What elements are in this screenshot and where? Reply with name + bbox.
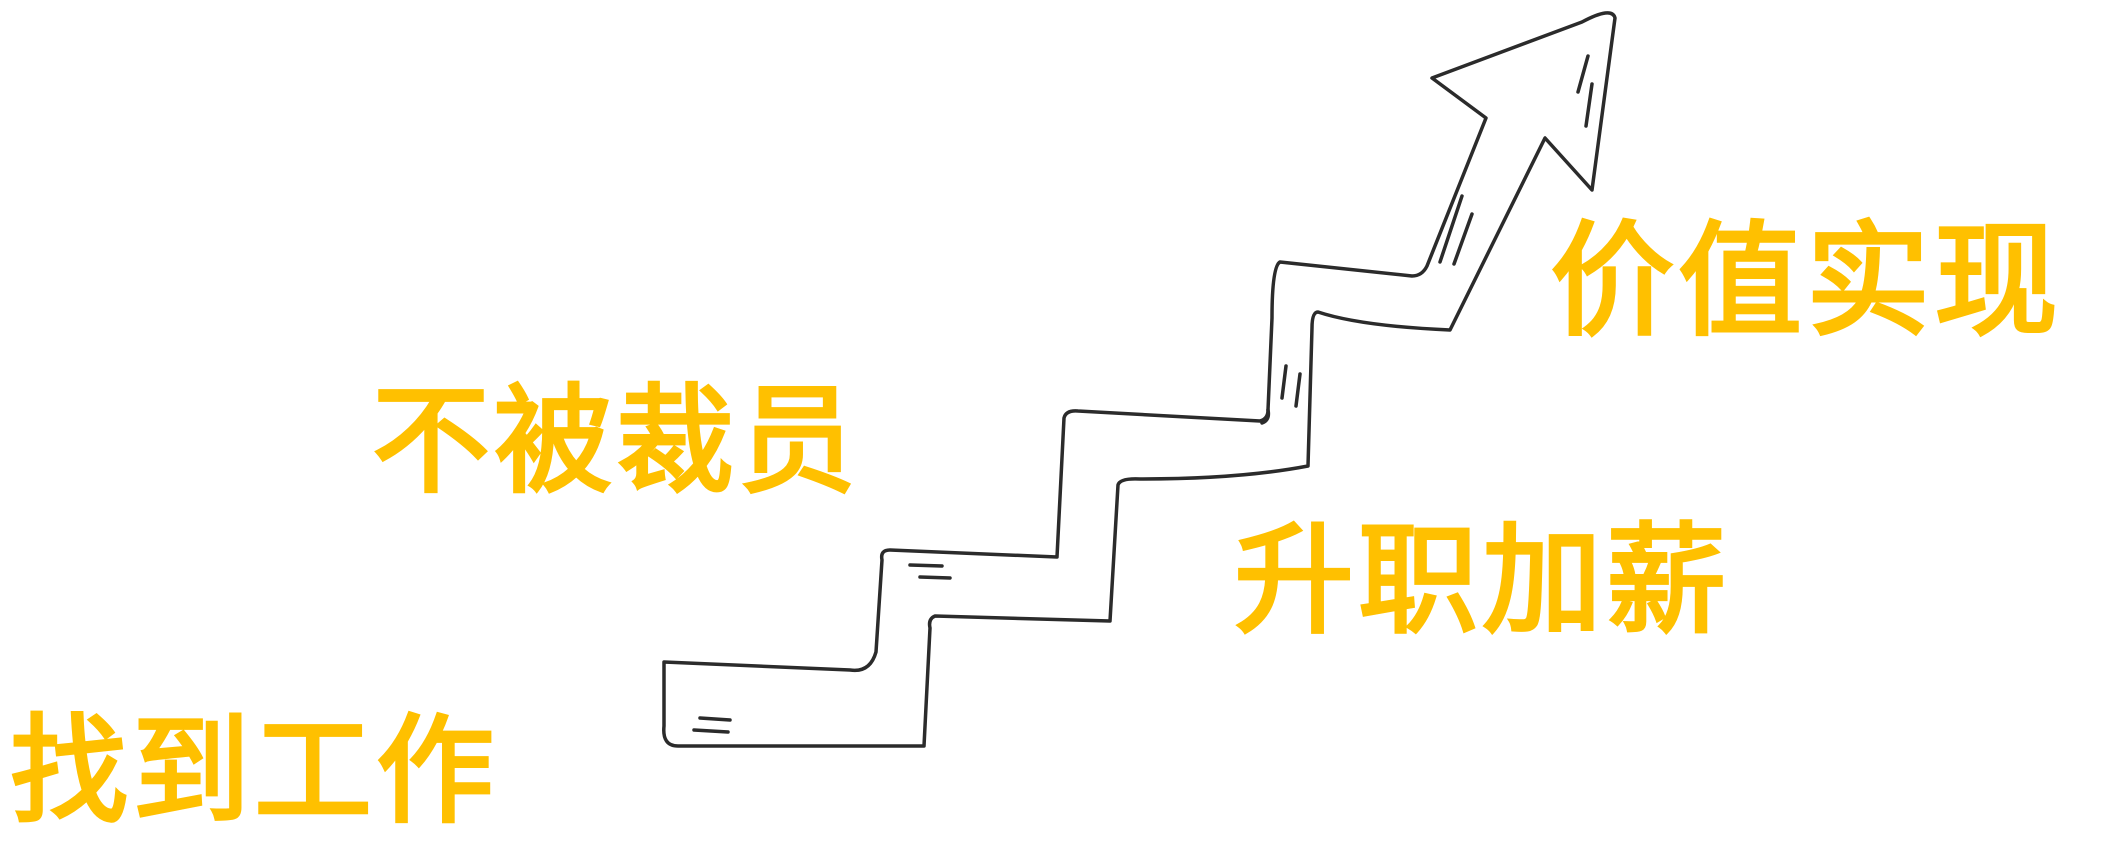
staircase-inner-line [1260, 408, 1271, 425]
speed-stroke [1452, 212, 1474, 266]
speed-stroke [908, 563, 944, 568]
label-find-job: 找到工作 [10, 702, 499, 840]
speed-stroke [698, 716, 732, 722]
speed-stroke [1280, 364, 1288, 400]
speed-stroke [1584, 82, 1594, 128]
label-not-laid-off: 不被裁员 [372, 372, 861, 510]
speed-stroke [1576, 54, 1590, 94]
label-promotion-raise: 升职加薪 [1234, 512, 1730, 651]
label-value-realization: 价值实现 [1550, 210, 2063, 354]
staircase-outline [662, 11, 1617, 748]
speed-stroke [692, 728, 730, 734]
speed-stroke [918, 575, 952, 580]
speed-stroke [1438, 194, 1464, 264]
speed-stroke [1294, 372, 1302, 408]
